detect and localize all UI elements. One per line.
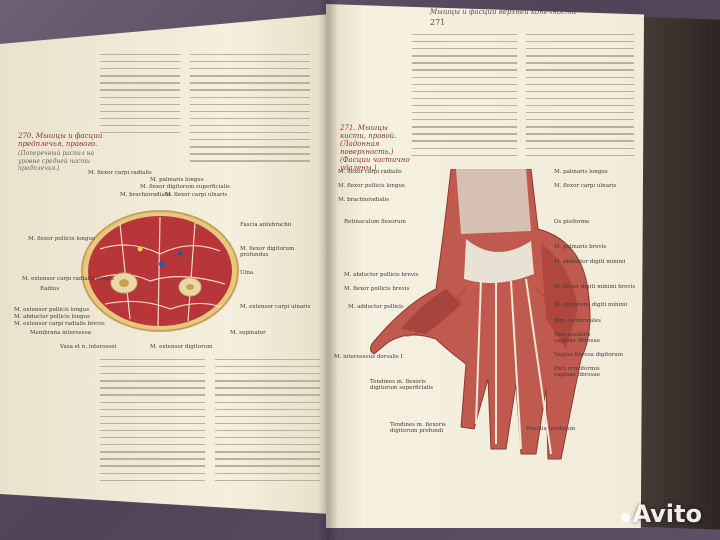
hand-label-r1: M. flexor carpi ulnaris	[554, 183, 617, 189]
hand-label-r2: Os pisiforme	[554, 219, 590, 225]
label-l3: M. brachioradialis	[120, 192, 172, 198]
hand-label-l1: M. flexor pollicis longus	[338, 183, 405, 189]
left-page: 270. Мышцы и фасции предплечья, правого.…	[0, 14, 330, 514]
label-l4: M. flexor pollicis longus	[28, 236, 95, 242]
hand-label-r10: Pars cruciformis vaginae fibrosae	[554, 366, 600, 378]
hand-muscle-illustration	[370, 169, 591, 460]
hand-label-l8: Tendines m. flexoris digitorum superfici…	[370, 379, 434, 391]
label-r5: M. supinator	[230, 330, 266, 336]
forearm-cross-section	[81, 210, 239, 332]
label-l1: M. palmaris longus	[150, 177, 204, 183]
hand-label-l9: Tendines m. flexoris digitorum profundi	[390, 422, 446, 434]
hand-label-r0: M. palmaris longus	[554, 169, 608, 175]
hand-label-r6: M. opponens digiti minimi	[554, 302, 628, 308]
right-page: Мышцы и фасции верхней конечности 271 27…	[326, 4, 644, 528]
hand-label-r3: M. palmaris brevis	[554, 244, 607, 250]
hand-label-l2: M. brachioradialis	[338, 197, 390, 203]
label-l8: M. abductor pollicis longus	[14, 314, 90, 320]
hand-label-r7: Mm. lumbricales	[554, 318, 601, 324]
label-l10: Membrana interossea	[30, 330, 91, 336]
text-block-top-left	[100, 54, 180, 139]
figure-subtitle: (Поперечный распил на уровне средней час…	[18, 150, 95, 172]
label-r4: M. extensor carpi ulnaris	[240, 304, 311, 310]
label-l11: Vasa et n. interossei	[60, 344, 117, 350]
label-r0: M. flexor carpi ulnaris	[165, 192, 228, 198]
hand-label-l6: M. adductor pollicis	[348, 304, 404, 310]
hand-label-r9: Vagina fibrosa digitorum	[554, 352, 624, 358]
hand-figure-caption: 271. Мышцы кисти, правой. (Ладонная пове…	[340, 124, 410, 172]
label-l12: M. extensor digitorum	[150, 344, 213, 350]
label-l0: M. flexor carpi radialis	[88, 170, 152, 176]
avito-watermark: Avito	[621, 500, 702, 528]
avito-logo-icon	[621, 513, 631, 522]
label-r2: M. flexor digitorum profundus	[240, 246, 295, 258]
text-block-bottom-left	[100, 359, 205, 487]
text-block-col1	[412, 34, 517, 162]
text-block-col2	[526, 34, 634, 162]
running-header: Мышцы и фасции верхней конечности	[430, 8, 577, 16]
label-l2: M. flexor digitorum superficialis	[140, 184, 230, 190]
text-block-top-right	[190, 54, 310, 168]
hand-label-l4: M. abductor pollicis brevis	[344, 272, 419, 278]
avito-brand-text: Avito	[632, 500, 702, 528]
figure-title: 270. Мышцы и фасции предплечья, правого.	[18, 132, 103, 148]
page-number: 271	[430, 18, 446, 27]
hand-label-r4: M. abductor digiti minimi	[554, 259, 626, 265]
label-r1: Fascia antebrachii	[240, 222, 292, 228]
book-gutter	[318, 0, 338, 540]
hand-label-l0: M. flexor carpi radialis	[338, 169, 402, 175]
label-l6: Radius	[40, 286, 60, 292]
hand-label-l5: M. flexor pollicis brevis	[344, 286, 410, 292]
label-r3: Ulna	[240, 270, 254, 276]
hand-label-r5: M. flexor digiti minimi brevis	[554, 284, 636, 290]
hand-label-r11: Vincula tendinum	[526, 426, 576, 432]
hand-label-l7: M. interosseus dorsalis I	[334, 354, 403, 360]
label-l5: M. extensor carpi radialis longus	[22, 276, 115, 282]
hand-label-l3: Retinaculum flexorum	[344, 219, 406, 225]
hand-label-r8: Pars anularis vaginae fibrosae	[554, 332, 600, 344]
text-block-bottom-right	[215, 359, 320, 487]
label-l9: M. extensor carpi radialis brevis	[14, 321, 105, 327]
label-l7: M. extensor pollicis longus	[14, 307, 90, 313]
